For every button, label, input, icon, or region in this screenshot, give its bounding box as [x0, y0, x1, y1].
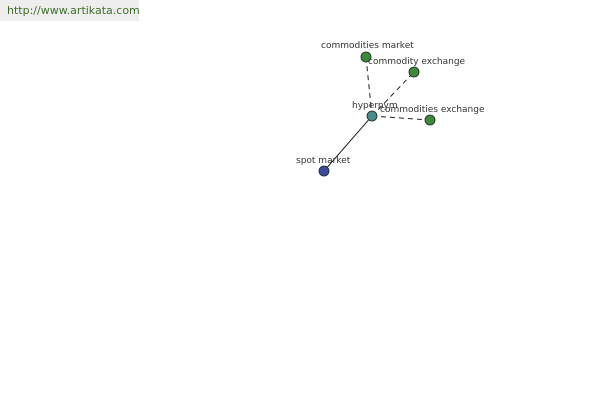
node-spot-market[interactable]: [318, 165, 330, 177]
label-commodities-exchange: commodities exchange: [380, 105, 485, 115]
label-spot-market: spot market: [296, 156, 351, 166]
node-center[interactable]: [366, 110, 378, 122]
node-commodity-exchange[interactable]: [408, 66, 420, 78]
label-center: hypernym: [352, 101, 398, 111]
label-commodities-market: commodities market: [321, 41, 414, 51]
url-bar: http://www.artikata.com: [0, 0, 140, 21]
node-commodities-exchange[interactable]: [424, 114, 436, 126]
label-commodity-exchange: commodity exchange: [368, 57, 466, 67]
edge-spot-market: [323, 115, 373, 172]
node-commodities-market[interactable]: [360, 51, 372, 63]
site-url-link[interactable]: http://www.artikata.com: [7, 4, 140, 17]
edge-commodities-market: [365, 56, 373, 117]
edge-commodity-exchange: [371, 71, 415, 117]
edge-commodities-exchange: [371, 115, 431, 121]
